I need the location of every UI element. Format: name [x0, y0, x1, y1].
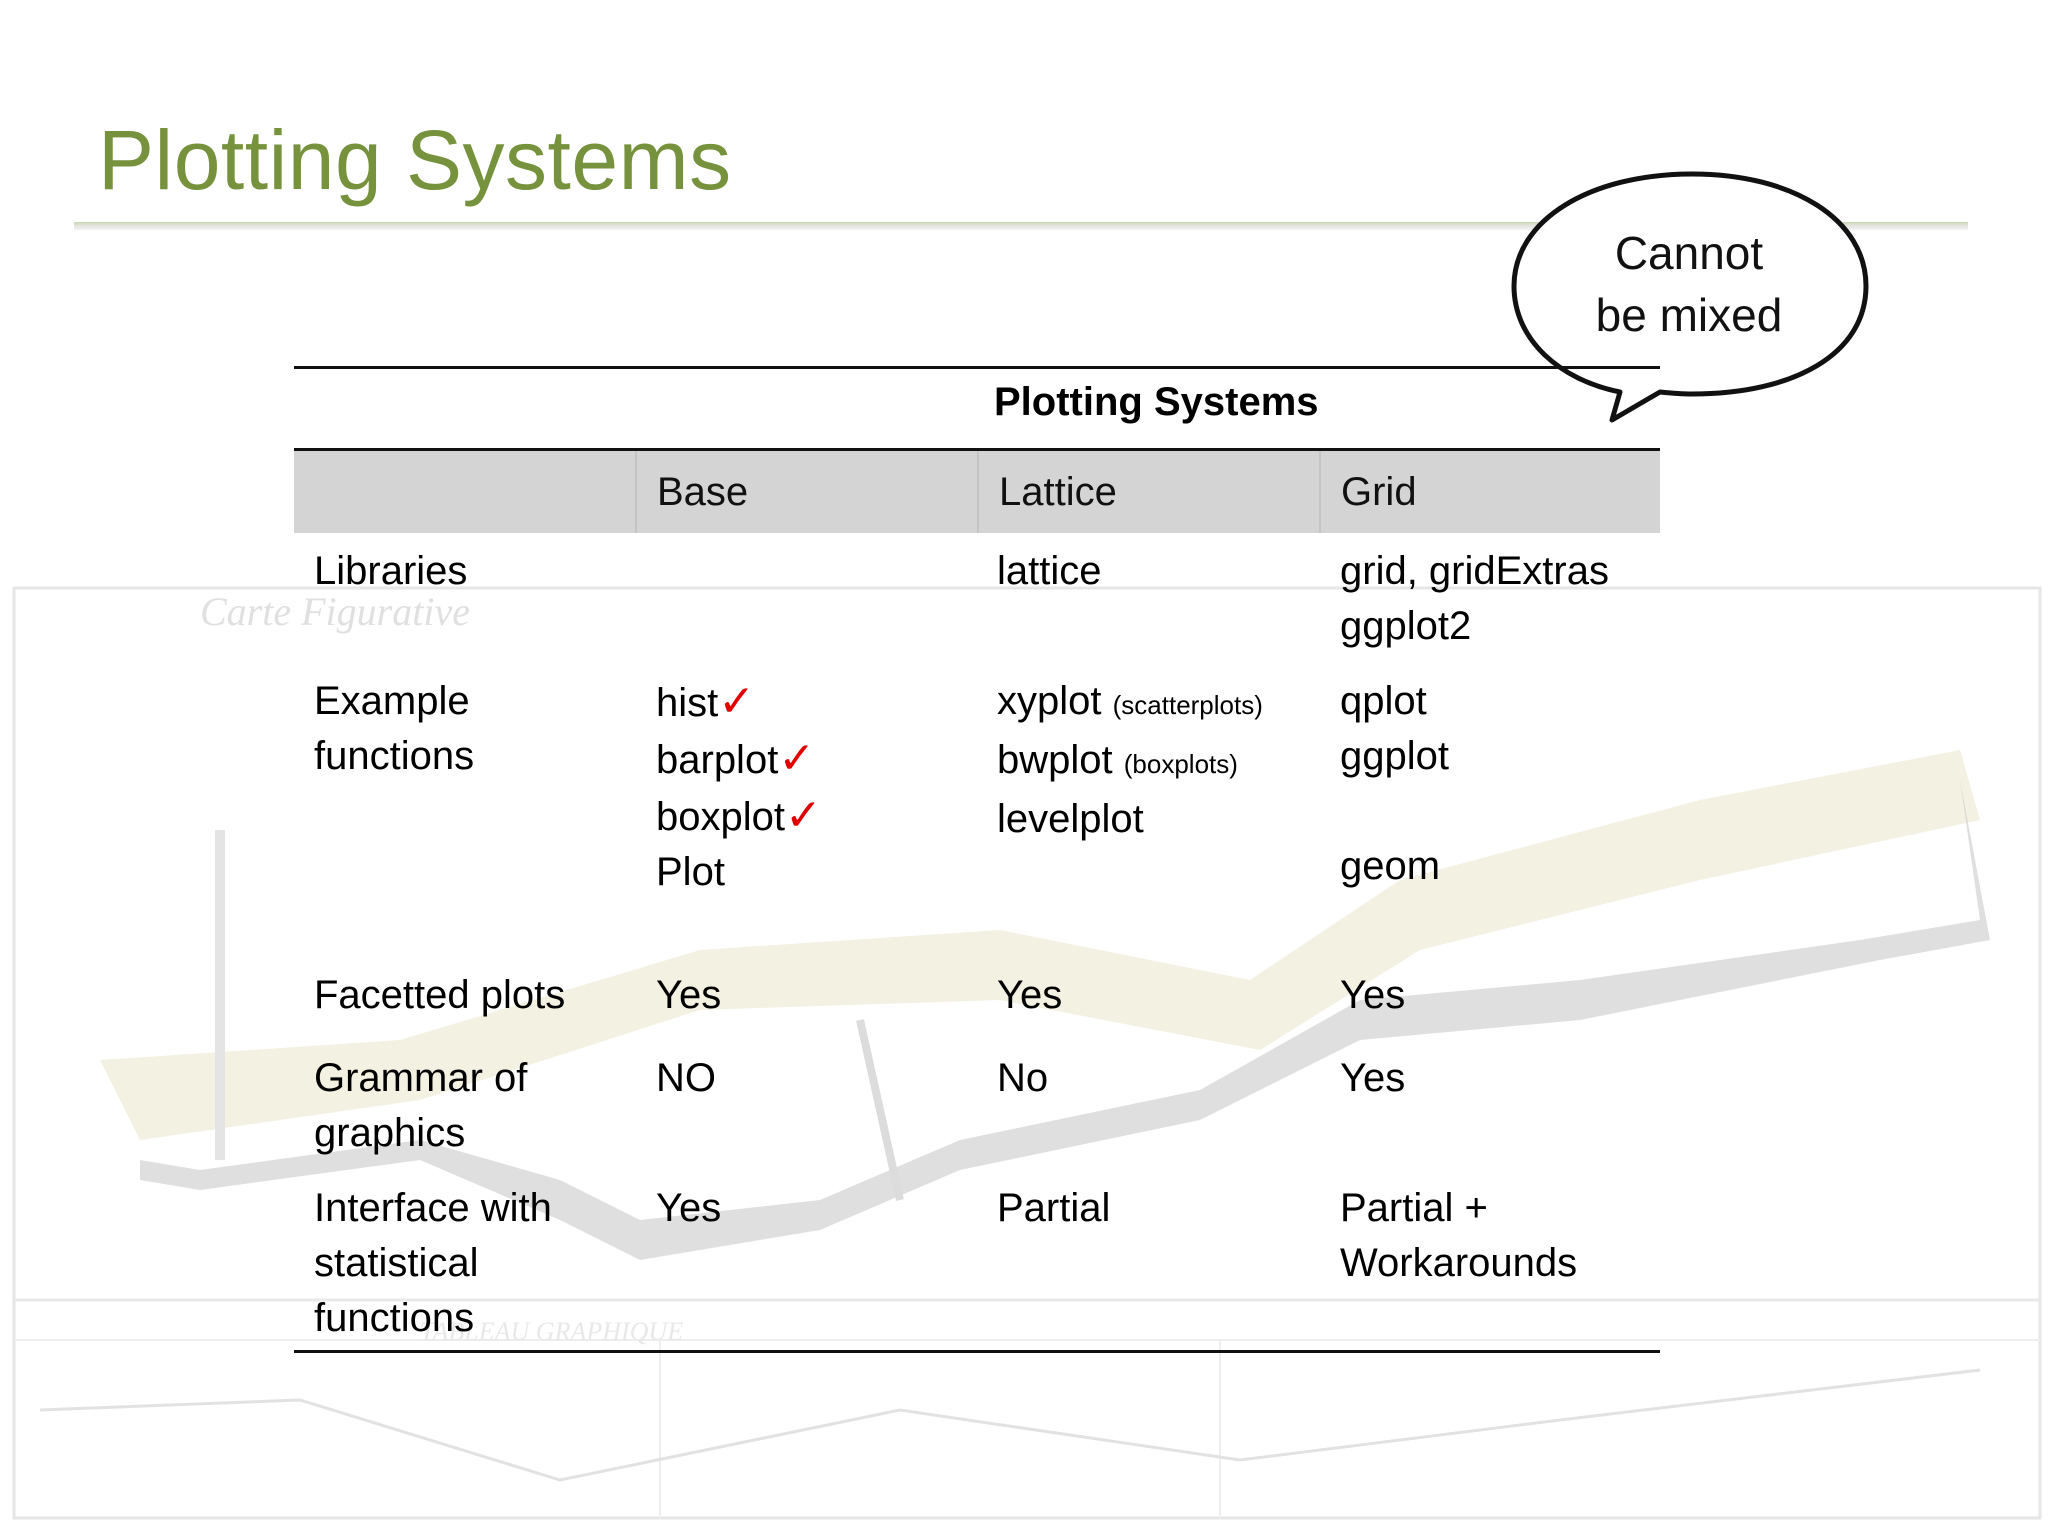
header-cell-grid: Grid [1319, 451, 1660, 533]
row-examples-grid: qplot ggplot geom [1340, 674, 1449, 894]
callout-text: Cannot be mixed [1534, 222, 1844, 346]
table-top-rule [294, 366, 1660, 369]
callout-line-2: be mixed [1595, 289, 1783, 341]
table-header-rule [294, 448, 1660, 451]
checkmark-icon: ✓ [778, 734, 816, 783]
lattice-fn-bwplot: bwplot (boxplots) [997, 738, 1238, 782]
row-facetted-base: Yes [656, 973, 722, 1017]
base-fn-barplot: barplot✓ [656, 734, 816, 783]
base-fn-plot: Plot [656, 850, 725, 894]
svg-text:Carte Figurative: Carte Figurative [200, 589, 470, 634]
row-examples-lattice: xyplot (scatterplots) bwplot (boxplots) … [997, 674, 1263, 847]
row-examples-label: Example functions [314, 679, 475, 778]
callout-line-1: Cannot [1614, 227, 1764, 279]
row-interface-base: Yes [656, 1186, 722, 1230]
row-interface-lattice: Partial [997, 1186, 1111, 1230]
base-fn-boxplot: boxplot✓ [656, 791, 822, 840]
row-grammar-base: NO [656, 1056, 716, 1100]
header-cell-base: Base [635, 451, 977, 533]
lattice-fn-levelplot: levelplot [997, 797, 1144, 841]
title-divider [74, 222, 1968, 230]
grid-fn-ggplot: ggplot [1340, 734, 1449, 778]
row-facetted-label: Facetted plots [314, 973, 566, 1017]
row-libraries-lattice: lattice [997, 549, 1102, 593]
grid-fn-empty [1340, 784, 1449, 839]
slide-title: Plotting Systems [98, 113, 732, 207]
table-bottom-rule [294, 1350, 1660, 1353]
checkmark-icon: ✓ [718, 677, 756, 726]
row-interface-grid: Partial + Workarounds [1340, 1186, 1578, 1285]
row-libraries-label: Libraries [314, 549, 468, 593]
row-grammar-grid: Yes [1340, 1056, 1406, 1100]
checkmark-icon: ✓ [784, 791, 822, 840]
row-libraries-grid: grid, gridExtras ggplot2 [1340, 549, 1609, 648]
background-map-image: Carte Figurative TABLEAU GRAPHIQUE [12, 586, 2042, 1520]
row-facetted-grid: Yes [1340, 973, 1406, 1017]
row-examples-base: hist✓ barplot✓ boxplot✓ Plot [656, 674, 822, 900]
base-fn-hist: hist✓ [656, 677, 756, 726]
header-cell-empty [294, 451, 635, 533]
table-header-row: Base Lattice Grid [294, 451, 1660, 533]
grid-fn-geom: geom [1340, 844, 1441, 888]
speech-bubble-icon [1511, 171, 1869, 423]
row-facetted-lattice: Yes [997, 973, 1063, 1017]
row-grammar-label: Grammar of graphics [314, 1056, 528, 1155]
header-cell-lattice: Lattice [977, 451, 1319, 533]
lattice-fn-xyplot: xyplot (scatterplots) [997, 679, 1263, 723]
row-grammar-lattice: No [997, 1056, 1049, 1100]
row-interface-label: Interface with statistical functions [314, 1186, 552, 1340]
grid-fn-qplot: qplot [1340, 679, 1427, 723]
svg-text:TABLEAU GRAPHIQUE: TABLEAU GRAPHIQUE [420, 1317, 683, 1346]
table-caption: Plotting Systems [994, 380, 1319, 424]
